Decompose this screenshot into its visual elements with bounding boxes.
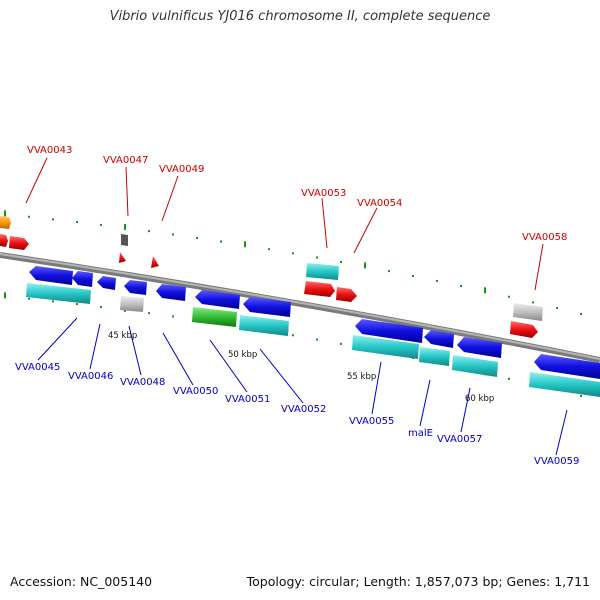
gene-vva0048-box — [120, 296, 144, 312]
gene-vva0053-arrow — [304, 281, 335, 297]
scale-labels: 45 kbp 50 kbp 55 kbp 60 kbp — [108, 331, 494, 404]
scale-tick — [460, 285, 462, 288]
label-male: malE — [408, 428, 433, 439]
scale-tick — [556, 307, 558, 310]
gene-vva0058-arrow — [510, 321, 538, 338]
gene-vva0043-arrow — [0, 234, 8, 247]
scale-tick — [76, 221, 78, 224]
label-vva0045: VVA0045 — [15, 362, 60, 373]
scale-tick — [340, 260, 342, 263]
scale-tick — [436, 279, 438, 282]
gene-vva0046-arrow — [72, 271, 93, 287]
scale-tick — [268, 248, 270, 251]
scale-tick — [412, 274, 414, 277]
scale-tick — [28, 215, 30, 218]
label-vva0050: VVA0050 — [173, 386, 218, 397]
scale-tick — [4, 210, 6, 217]
scale-label-60kbp: 60 kbp — [465, 394, 494, 404]
scale-tick — [28, 297, 30, 300]
chromosome-backbone-highlight — [0, 253, 600, 360]
bottom-leader-lines — [37, 317, 568, 456]
map-title: Vibrio vulnificus YJ016 chromosome II, c… — [109, 9, 491, 24]
gene-vva0045-box — [26, 283, 91, 304]
gene-vva0049-small-arrow — [151, 256, 159, 268]
label-vva0049: VVA0049 — [159, 164, 204, 175]
scale-tick — [292, 334, 294, 337]
top-leader-lines — [25, 157, 544, 291]
label-vva0059: VVA0059 — [534, 456, 579, 467]
scale-tick — [484, 287, 486, 294]
scale-tick — [172, 233, 174, 236]
gene-vva0057-arrow — [457, 337, 502, 358]
gene-vva0050-arrow — [156, 284, 186, 301]
label-vva0054: VVA0054 — [357, 198, 402, 209]
gene-vva0047-marker — [121, 234, 128, 246]
label-vva0046: VVA0046 — [68, 371, 113, 382]
scale-tick — [508, 377, 510, 380]
gene-vva0051-box — [192, 307, 237, 327]
scale-tick — [508, 295, 510, 298]
scale-label-50kbp: 50 kbp — [228, 350, 257, 360]
scale-tick — [580, 394, 582, 397]
scale-tick — [52, 218, 54, 221]
gene-vva0052-arrow — [243, 297, 291, 317]
gene-male-box — [419, 347, 450, 366]
scale-tick — [100, 305, 102, 308]
scale-tick — [148, 312, 150, 315]
gene-vva0046b-arrow — [97, 276, 116, 290]
label-vva0053: VVA0053 — [301, 188, 346, 199]
label-vva0047: VVA0047 — [103, 155, 148, 166]
chromosome-backbone — [0, 252, 600, 363]
scale-tick — [580, 312, 582, 315]
label-vva0051: VVA0051 — [225, 394, 270, 405]
gene-male-arrow — [424, 330, 454, 348]
scale-tick — [316, 338, 318, 341]
scale-tick — [340, 342, 342, 345]
scale-label-55kbp: 55 kbp — [347, 372, 376, 382]
scale-label-45kbp: 45 kbp — [108, 331, 137, 341]
scale-tick — [220, 240, 222, 243]
gene-orange-edge — [0, 216, 11, 229]
gene-vva0048-arrow — [124, 280, 147, 295]
gene-vva0044-arrow — [9, 236, 29, 250]
scale-tick — [52, 300, 54, 303]
label-vva0048: VVA0048 — [120, 377, 165, 388]
scale-tick — [364, 262, 366, 269]
scale-tick — [4, 292, 6, 299]
label-vva0043: VVA0043 — [27, 145, 72, 156]
gene-vva0052-box — [239, 315, 289, 336]
gene-vva0051-arrow — [195, 290, 240, 309]
gene-vva0045-arrow — [29, 266, 73, 285]
top-gene-labels: VVA0043 VVA0047 VVA0049 VVA0053 VVA0054 … — [27, 145, 567, 243]
scale-tick — [316, 256, 318, 259]
label-vva0058: VVA0058 — [522, 232, 567, 243]
gene-vva0053-box — [306, 263, 339, 280]
scale-tick — [100, 223, 102, 226]
bottom-gene-labels: VVA0045 VVA0046 VVA0048 VVA0050 VVA0051 … — [15, 362, 579, 467]
scale-tick — [244, 241, 246, 248]
scale-tick — [124, 223, 126, 230]
label-vva0052: VVA0052 — [281, 404, 326, 415]
label-vva0057: VVA0057 — [437, 434, 482, 445]
accession-text: Accession: NC_005140 — [10, 574, 153, 589]
scale-tick — [148, 230, 150, 233]
scale-tick — [292, 252, 294, 255]
scale-tick — [196, 236, 198, 239]
summary-text: Topology: circular; Length: 1,857,073 bp… — [246, 574, 590, 589]
gene-vva0059-arrow — [534, 354, 600, 379]
label-vva0055: VVA0055 — [349, 416, 394, 427]
gene-vva0059-box — [529, 372, 600, 397]
gene-vva0054-arrow — [336, 287, 357, 302]
scale-tick — [76, 303, 78, 306]
scale-tick — [532, 301, 534, 304]
gene-vva0047-small-arrow — [119, 252, 126, 263]
gene-vva0058-gray-box — [513, 303, 543, 321]
gene-vva0057-box — [452, 355, 498, 377]
scale-tick — [388, 270, 390, 273]
gene-vva0055-box — [352, 335, 419, 359]
scale-tick — [172, 315, 174, 318]
gene-vva0055-arrow — [355, 319, 423, 343]
